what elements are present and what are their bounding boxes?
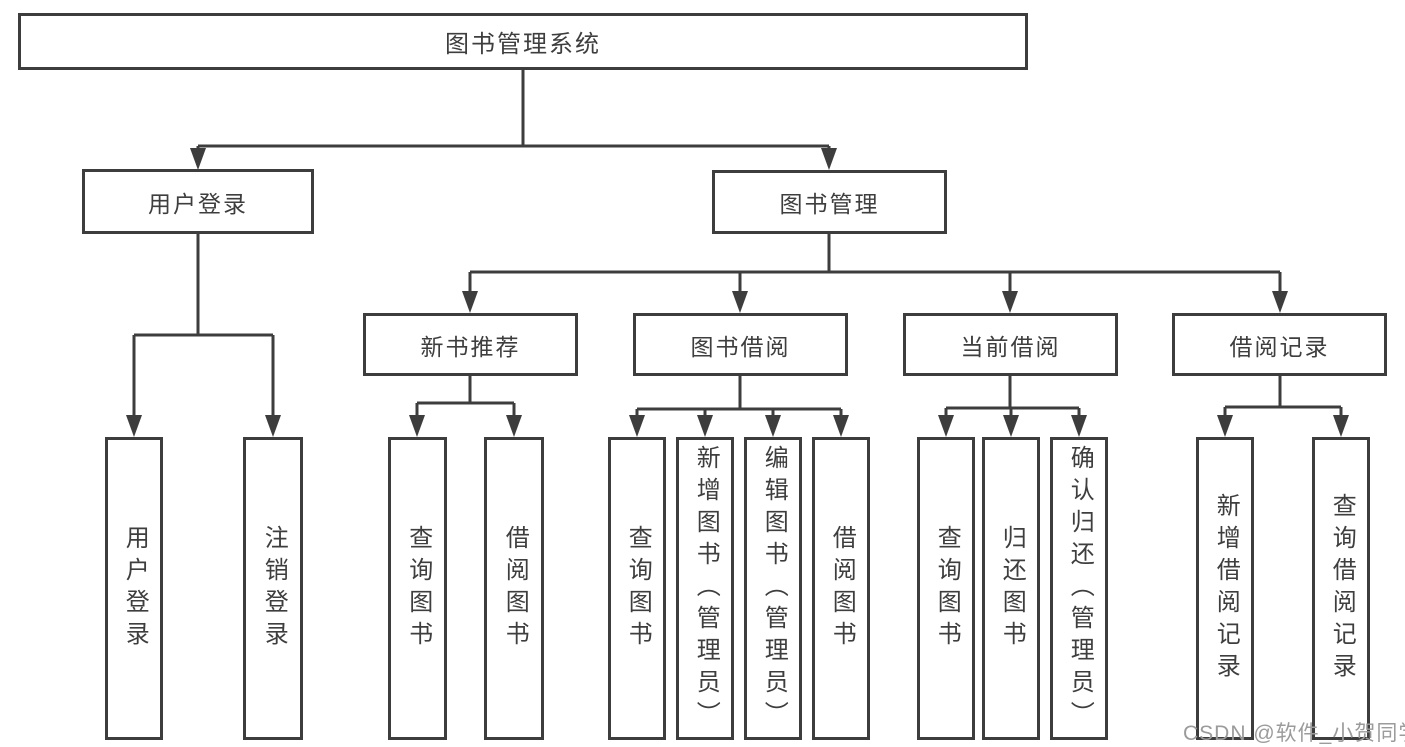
node-label: 图书借阅	[690, 333, 791, 360]
node-borrow-record: 借阅记录	[1172, 313, 1387, 376]
node-label: 当前借阅	[960, 333, 1061, 360]
node-label: 图书管理	[779, 191, 880, 217]
node-label: 查询借阅记录	[1328, 492, 1356, 685]
node-current-borrow: 当前借阅	[903, 313, 1118, 376]
node-label: 归还图书	[998, 524, 1026, 653]
node-label: 新增图书（管理员）	[692, 444, 720, 733]
node-leaf-user-login: 用户登录	[105, 437, 163, 740]
node-label: 新书推荐	[420, 333, 521, 360]
node-root: 图书管理系统	[18, 13, 1028, 70]
arrowheads	[126, 148, 1349, 437]
node-leaf-confirm-return-admin: 确认归还（管理员）	[1050, 437, 1108, 740]
node-label: 用户登录	[148, 190, 248, 217]
node-leaf-borrow-book-2: 借阅图书	[812, 437, 870, 740]
node-label: 查询图书	[404, 524, 432, 653]
node-leaf-query-borrow-record: 查询借阅记录	[1312, 437, 1370, 740]
node-label: 图书管理系统	[445, 31, 601, 58]
node-book-borrow: 图书借阅	[633, 313, 848, 376]
node-label: 新增借阅记录	[1212, 492, 1240, 685]
node-leaf-return-book: 归还图书	[982, 437, 1040, 740]
node-label: 确认归还（管理员）	[1066, 444, 1094, 733]
node-user-login: 用户登录	[82, 169, 314, 234]
node-new-book-recommend: 新书推荐	[363, 313, 578, 376]
node-label: 查询图书	[624, 524, 652, 653]
node-book-management: 图书管理	[712, 170, 947, 234]
node-label: 用户登录	[121, 524, 149, 653]
node-leaf-borrow-book-1: 借阅图书	[484, 437, 544, 740]
node-leaf-logout: 注销登录	[243, 437, 303, 740]
node-label: 借阅记录	[1229, 333, 1330, 360]
node-label: 借阅图书	[828, 524, 856, 653]
node-leaf-query-book-2: 查询图书	[608, 437, 666, 740]
csdn-watermark: CSDN @软件_小贺同学	[1183, 722, 1405, 745]
node-leaf-add-book-admin: 新增图书（管理员）	[676, 437, 734, 740]
node-leaf-query-book-1: 查询图书	[388, 437, 447, 740]
node-label: 借阅图书	[501, 524, 529, 653]
node-leaf-query-book-3: 查询图书	[917, 437, 975, 740]
node-label: 查询图书	[933, 524, 961, 653]
node-leaf-add-borrow-record: 新增借阅记录	[1196, 437, 1254, 740]
node-label: 编辑图书（管理员）	[760, 444, 788, 733]
node-label: 注销登录	[260, 524, 288, 653]
node-leaf-edit-book-admin: 编辑图书（管理员）	[744, 437, 802, 740]
